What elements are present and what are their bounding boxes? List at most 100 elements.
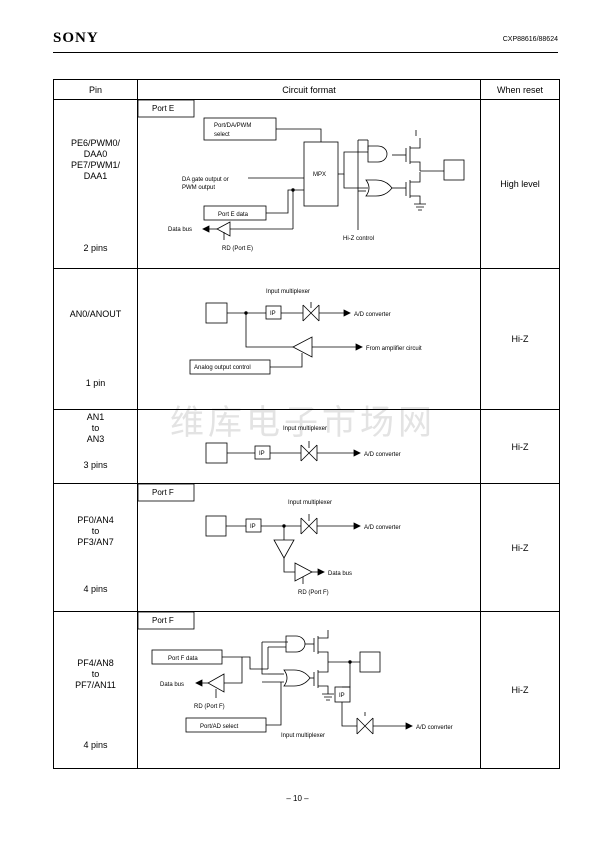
pin-name: PF3/AN7 (77, 537, 114, 547)
reset-state: Hi-Z (480, 611, 560, 769)
pin-cell: PF4/AN8 to PF7/AN11 4 pins (53, 611, 138, 769)
pin-name: to (91, 423, 100, 433)
pin-name: DAA1 (83, 171, 108, 181)
mux-label: Input multiplexer (281, 733, 325, 739)
circuit-diagram: Port F Input multiplexer IP A/D converte… (137, 483, 481, 612)
ground-icon (414, 203, 426, 211)
port-label: Port F (152, 616, 174, 625)
port-label: Port E (152, 104, 174, 113)
data-bus-label: Data bus (168, 227, 192, 233)
port-tab (138, 612, 195, 630)
mux-switch-icon (300, 514, 318, 535)
pin-name: AN1 (86, 412, 105, 422)
mux-switch-icon (356, 717, 374, 735)
nmos-transistor-icon (405, 172, 421, 204)
pin-name: to (91, 669, 100, 679)
table-row: AN1 to AN3 3 pins Input multiplexer IP A… (53, 409, 560, 484)
adc-label: A/D converter (354, 312, 391, 318)
da-label-1: DA gate output or (182, 177, 229, 183)
buffer-icon (216, 221, 231, 237)
pin-name: AN3 (86, 434, 105, 444)
pin-name: DAA0 (83, 149, 108, 159)
mux-label: Input multiplexer (288, 500, 332, 506)
arrow-right-icon (355, 343, 363, 351)
arrow-right-icon (343, 309, 351, 317)
header-reset: When reset (480, 79, 560, 100)
pin-cell: AN1 to AN3 3 pins (53, 409, 138, 484)
mpx-label: MPX (313, 172, 326, 178)
circuit-diagram: Input multiplexer IP A/D converter From … (137, 268, 481, 410)
pin-count: 2 pins (83, 243, 108, 253)
select-label-2: select (214, 132, 230, 138)
nor-gate-icon (365, 179, 393, 197)
amp-label: From amplifier circuit (366, 346, 422, 352)
select-label-1: Port/DA/PWM (214, 123, 251, 129)
pin-pad-icon (205, 442, 228, 464)
pin-name: PF7/AN11 (75, 680, 116, 690)
ip-block (254, 445, 271, 460)
pin-name: PE6/PWM0/ (70, 138, 120, 148)
arrow-left-icon (195, 679, 203, 687)
ip-block (245, 518, 262, 533)
pin-cell: AN0/ANOUT 1 pin (53, 268, 138, 410)
reset-state: Hi-Z (480, 268, 560, 410)
circuit-diagram: Port E Port/DA/PWM select DA gate output… (137, 99, 481, 269)
data-label: Port E data (218, 212, 249, 218)
pin-name: PF0/AN4 (77, 515, 114, 525)
pin-count: 4 pins (83, 740, 108, 750)
pin-count: 3 pins (83, 460, 108, 470)
arrow-right-icon (317, 568, 325, 576)
reset-state: Hi-Z (480, 409, 560, 484)
select-label: Port/AD select (200, 724, 239, 730)
table-row: PF4/AN8 to PF7/AN11 4 pins Port F Port F… (53, 611, 560, 769)
mux-label: Input multiplexer (283, 426, 327, 432)
nmos-transistor-icon (313, 662, 329, 694)
table-row: PF0/AN4 to PF3/AN7 4 pins Port F Input m… (53, 483, 560, 612)
adc-label: A/D converter (364, 525, 401, 531)
rd-label: RD (Port F) (194, 704, 225, 710)
pin-name: to (91, 526, 100, 536)
part-number: CXP88616/88624 (502, 36, 558, 43)
rd-label: RD (Port F) (298, 590, 329, 596)
table-row: PE6/PWM0/ DAA0 PE7/PWM1/ DAA1 2 pins Por… (53, 99, 560, 269)
nor-gate-icon (283, 669, 311, 687)
pmos-transistor-icon (313, 630, 329, 662)
header-rule (53, 52, 558, 53)
data-label: Port F data (168, 656, 198, 662)
ip-label: IP (259, 451, 265, 457)
ip-block (334, 686, 351, 703)
reset-state: High level (480, 99, 560, 269)
port-tab (138, 100, 195, 118)
ground-icon (322, 693, 334, 701)
pin-count: 1 pin (85, 378, 106, 388)
pin-name: PE7/PWM1/ (70, 160, 120, 170)
arrow-right-icon (405, 722, 413, 730)
arrow-left-icon (202, 225, 210, 233)
ip-label: IP (250, 524, 256, 530)
pmos-transistor-icon (405, 130, 421, 171)
port-label: Port F (152, 488, 174, 497)
reset-state: Hi-Z (480, 483, 560, 612)
da-label-2: PWM output (182, 185, 215, 191)
adc-label: A/D converter (416, 725, 453, 731)
mux-label: Input multiplexer (266, 289, 310, 295)
nand-gate-icon (285, 635, 306, 653)
pin-pad-icon (205, 302, 228, 324)
port-tab (138, 484, 195, 502)
page-number: – 10 – (286, 794, 309, 803)
pin-pad-icon (443, 159, 465, 181)
buffer-icon (292, 336, 313, 358)
arrow-right-icon (353, 449, 361, 457)
pin-pad-icon (359, 651, 381, 673)
ctrl-label: Analog output control (194, 365, 251, 371)
pin-name: AN0/ANOUT (69, 309, 122, 319)
ip-label: IP (270, 311, 276, 317)
data-bus-label: Data bus (328, 571, 352, 577)
rd-label: RD (Port E) (222, 246, 253, 252)
table-row: AN0/ANOUT 1 pin Input multiplexer IP A/D… (53, 268, 560, 410)
pin-count: 4 pins (83, 584, 108, 594)
circuit-diagram: Input multiplexer IP A/D converter (137, 409, 481, 484)
pin-pad-icon (205, 515, 227, 537)
circuit-diagram: Port F Port F data IP (137, 611, 481, 769)
header-pin: Pin (53, 79, 138, 100)
